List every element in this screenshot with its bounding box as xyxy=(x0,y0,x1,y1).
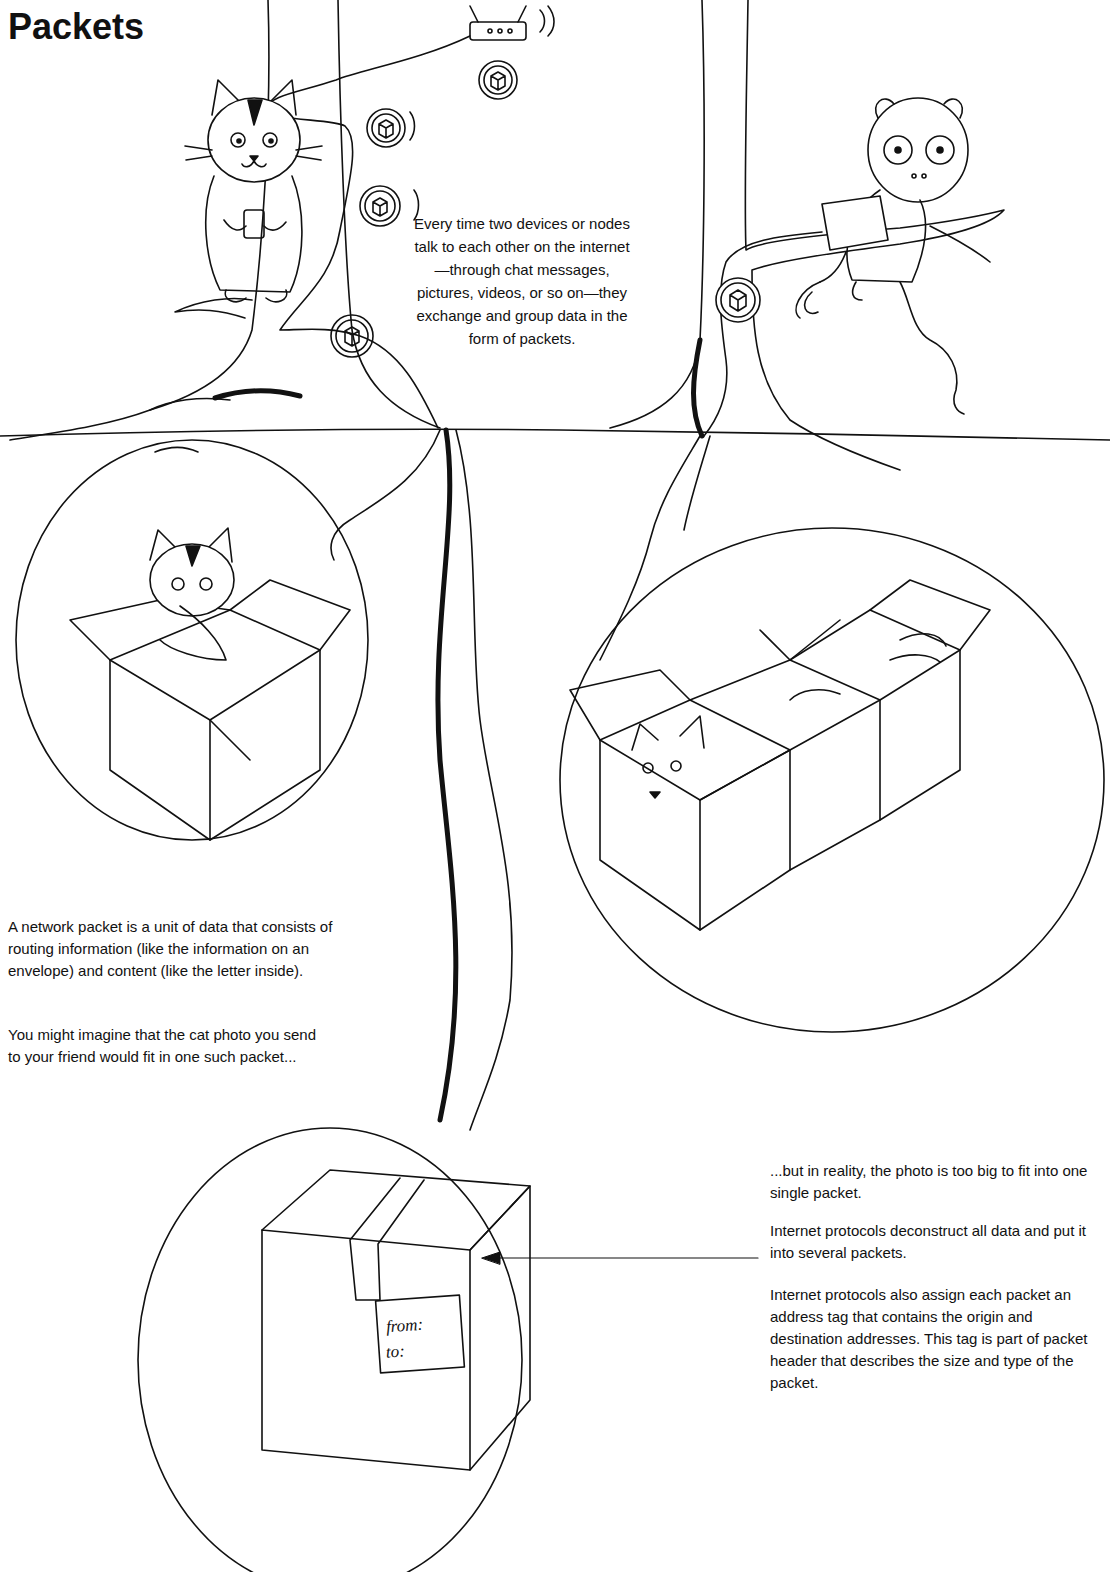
tree-trunk xyxy=(610,0,704,428)
body-note: A network packet is a unit of data that … xyxy=(8,916,338,982)
packet-coin xyxy=(331,315,373,357)
tag-label: to: xyxy=(385,1341,405,1362)
page-title: Packets xyxy=(8,6,144,48)
pointer-arrow xyxy=(496,1257,758,1258)
cat-in-box xyxy=(150,528,234,660)
cable xyxy=(456,430,512,1130)
open-box xyxy=(70,580,350,840)
zoom-bubble xyxy=(138,1128,522,1572)
body-note: You might imagine that the cat photo you… xyxy=(8,1024,328,1068)
signal-marks xyxy=(410,112,419,220)
cat-figure xyxy=(185,80,322,302)
lemur-figure xyxy=(796,98,968,414)
tree-shadow xyxy=(694,340,703,436)
tree-trunk xyxy=(10,0,269,440)
cable xyxy=(684,436,710,530)
tree-shadow xyxy=(215,391,300,398)
router-icon xyxy=(470,6,554,40)
packet-coin xyxy=(479,61,517,99)
zoom-bubble xyxy=(16,440,368,840)
packet-coin xyxy=(360,186,400,226)
body-note: ...but in reality, the photo is too big … xyxy=(770,1160,1100,1204)
cable xyxy=(331,430,440,560)
tree-root xyxy=(150,398,230,410)
open-box xyxy=(570,670,790,930)
packet-coin xyxy=(367,109,405,147)
body-note: Internet protocols deconstruct all data … xyxy=(770,1220,1100,1264)
cable xyxy=(438,430,456,1120)
pointer-arrowhead xyxy=(482,1252,500,1264)
tree-branch xyxy=(930,226,990,262)
cat-pieces xyxy=(632,634,946,798)
intro-note: Every time two devices or nodes talk to … xyxy=(408,212,636,350)
wire xyxy=(704,232,822,436)
tree-trunk xyxy=(745,0,1004,470)
ground-line xyxy=(0,429,1110,440)
body-note: Internet protocols also assign each pack… xyxy=(770,1284,1100,1394)
zoom-bubble xyxy=(560,528,1104,1032)
cable xyxy=(600,436,700,660)
packet-coin xyxy=(716,278,760,322)
open-box xyxy=(690,620,880,870)
tag-label: from: xyxy=(385,1315,423,1338)
bubble-mark xyxy=(155,448,198,453)
closed-box xyxy=(262,1170,530,1470)
open-box xyxy=(790,580,990,820)
